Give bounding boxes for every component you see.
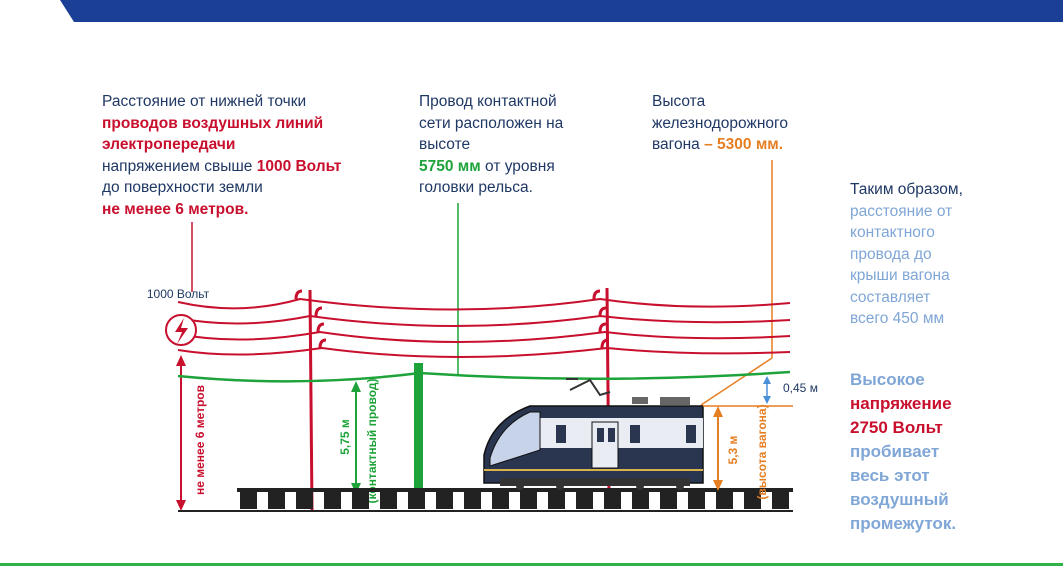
block4-line4: провода до	[850, 245, 932, 263]
block4-line7: всего 450 мм	[850, 310, 945, 327]
h575-label: 5,75 м	[338, 419, 352, 455]
block2-line2: сети расположен на	[419, 114, 564, 132]
block4-line2: расстояние от	[850, 202, 953, 220]
block1-line3: электропередачи	[102, 136, 236, 153]
contact-wire	[177, 370, 791, 383]
block5-line6: воздушный	[850, 490, 949, 509]
dimension-575-arrow-up	[351, 381, 361, 392]
text-block-power-line: Расстояние от нижней точки проводов возд…	[102, 91, 341, 220]
block4-line1: Таким образом,	[850, 181, 963, 198]
block2-line4a: 5750 мм	[419, 157, 481, 175]
voltage-label: 1000 Вольт	[147, 287, 210, 301]
dimension-6m-arrow-up	[176, 355, 186, 366]
block1-line6: не менее 6 метров.	[102, 200, 249, 218]
block5-line4: пробивает	[850, 442, 940, 461]
block5-line2: напряжение	[850, 394, 952, 413]
text-block-gap: Таким образом, расстояние от контактного…	[850, 179, 963, 330]
block4-line5: крыши вагона	[850, 267, 950, 284]
block5-line5: весь этот	[850, 466, 930, 485]
block3-line1: Высота	[652, 93, 706, 110]
gap-arrow-down	[763, 396, 771, 404]
gap045-label: 0,45 м	[783, 381, 818, 395]
dimension-6m-arrow-down	[176, 500, 186, 511]
text-block-breakdown: Высокое напряжение 2750 Вольт пробивает …	[850, 368, 956, 536]
block3-line2: железнодорожного	[652, 114, 788, 132]
block1-line4a: напряжением свыше	[102, 157, 257, 175]
block2-line1: Провод контактной	[419, 93, 557, 110]
block2-line4b: от уровня	[480, 157, 555, 175]
wagon-height-label: (высота вагона)	[755, 404, 769, 499]
block2-line3: высоте	[419, 136, 471, 153]
block2-line5: головки рельса.	[419, 179, 533, 196]
block1-line2: проводов воздушных линий	[102, 114, 324, 132]
lightning-bolt-icon	[165, 314, 197, 346]
catenary-mast	[414, 363, 423, 491]
text-block-contact-wire: Провод контактной сети расположен на выс…	[419, 91, 563, 199]
block2-line4: 5750 мм от уровня	[419, 156, 563, 178]
min-6m-label: не менее 6 метров	[193, 385, 207, 495]
block5-line3: 2750 Вольт	[850, 418, 943, 437]
train-icon	[483, 378, 704, 490]
dimension-53-arrow-down	[713, 480, 723, 491]
block5-line7: промежуток.	[850, 514, 957, 533]
block3-line3: вагона – 5300 мм.	[652, 134, 788, 156]
rail	[237, 488, 793, 492]
block3-line3b: – 5300 мм.	[704, 136, 784, 153]
gap-arrow-up	[763, 376, 771, 384]
power-wire-3	[177, 330, 791, 343]
block4-line6: составляет	[850, 288, 931, 306]
dimension-53-arrow-up	[713, 406, 723, 417]
header-banner	[60, 0, 1063, 22]
block3-line3a: вагона	[652, 136, 705, 153]
h53-label: 5,3 м	[726, 435, 740, 464]
block5-line1: Высокое	[850, 370, 925, 389]
power-pole-1	[294, 289, 327, 511]
block1-line1: Расстояние от нижней точки	[102, 93, 307, 110]
block1-line4: напряжением свыше 1000 Вольт	[102, 156, 341, 178]
block1-line5: до поверхности земли	[102, 179, 263, 196]
power-wire-2	[177, 314, 791, 327]
power-wire-1	[177, 297, 791, 311]
sleepers	[240, 492, 789, 509]
text-block-wagon-height: Высота железнодорожного вагона – 5300 мм…	[652, 91, 788, 156]
power-line-wires	[177, 297, 791, 358]
block4-line3: контактного	[850, 224, 935, 241]
block1-line4b: 1000 Вольт	[256, 157, 342, 175]
contact-wire-label: (контактный провод)	[365, 379, 379, 504]
footer-green-line	[0, 563, 1063, 566]
power-wire-4	[177, 346, 791, 358]
leader-line-orange-diag	[700, 357, 773, 406]
